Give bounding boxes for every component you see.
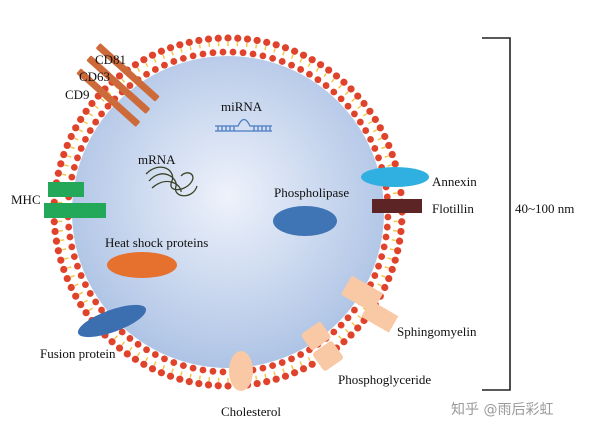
size-label: 40~100 nm: [515, 201, 574, 216]
heat-shock-protein: [107, 252, 177, 278]
mhc-label: MHC: [11, 192, 41, 207]
tetraspanin-group: [76, 43, 160, 127]
mhc-protein: [44, 182, 106, 218]
lipid-heads: [50, 34, 406, 390]
fusion-protein: [77, 304, 147, 338]
phospholipase-protein: [273, 206, 337, 236]
tetraspanin-cd63-bar: [86, 55, 150, 114]
mirna-label: miRNA: [221, 99, 263, 114]
tetraspanin-cd81-bar: [96, 43, 160, 102]
heat-shock-label: Heat shock proteins: [105, 235, 208, 250]
mrna-icon: [145, 166, 198, 197]
flotillin-label: Flotillin: [432, 201, 474, 216]
size-bracket: [482, 37, 511, 391]
cd81-label: CD81: [95, 52, 126, 67]
cholesterol-lipid: [229, 351, 253, 391]
phosphoglyceride-lipid: [301, 322, 343, 371]
tetraspanin-cd9-bar: [76, 68, 140, 127]
flotillin-protein: [372, 199, 422, 213]
phosphoglyceride-label: Phosphoglyceride: [338, 372, 431, 387]
phosphoglyceride-tail: [313, 341, 343, 371]
phosphoglyceride-head: [301, 322, 331, 350]
annexin-label: Annexin: [432, 174, 477, 189]
annexin-protein: [361, 167, 429, 187]
vesicle-lumen: [72, 56, 384, 368]
mrna-label: mRNA: [138, 152, 176, 167]
fusion-protein-label: Fusion protein: [40, 346, 116, 361]
sphingomyelin-label: Sphingomyelin: [397, 324, 477, 339]
lipid-bilayer-membrane: [50, 34, 406, 390]
watermark-text: 知乎 @雨后彩虹: [451, 401, 553, 418]
cholesterol-label: Cholesterol: [221, 404, 281, 419]
sphingomyelin-tail: [361, 300, 399, 333]
cd9-label: CD9: [65, 87, 90, 102]
phospholipase-label: Phospholipase: [274, 185, 349, 200]
mhc-lower-block: [44, 203, 106, 218]
sphingomyelin-lipid: [340, 275, 399, 333]
cd63-label: CD63: [79, 69, 110, 84]
mhc-upper-block: [48, 182, 84, 197]
mirna-icon: [215, 118, 272, 132]
